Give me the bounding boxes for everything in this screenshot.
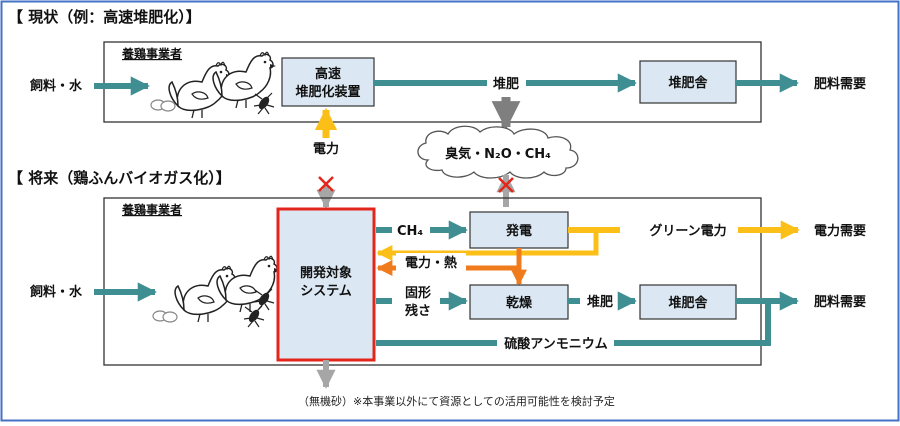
fertilizer-demand-label: 肥料需要 [814, 294, 866, 310]
solid-label-line1: 固形 [405, 286, 431, 301]
power-cross-mark [318, 176, 334, 192]
current-farmer-label: 養鶏事業者 [121, 46, 182, 61]
drying-label: 乾燥 [506, 295, 533, 311]
ammonium-line-b [614, 303, 771, 346]
power-heat-label: 電力・熱 [405, 255, 457, 271]
power-heat-label-bg [396, 253, 466, 271]
future-input-label: 飼料・水 [29, 284, 83, 300]
future-farmer-label: 養鶏事業者 [121, 202, 182, 217]
current-compost-label: 堆肥 [493, 76, 519, 92]
future-compost-label: 堆肥 [587, 294, 613, 310]
rapid-composter-line1: 高速 [315, 66, 341, 82]
fly-icon [253, 92, 275, 115]
rapid-composter-box [281, 57, 375, 107]
current-input-label: 飼料・水 [29, 78, 83, 94]
eggs-icon [150, 99, 176, 112]
power-demand-label: 電力需要 [814, 223, 866, 239]
emission-cross-mark [498, 177, 514, 193]
ch4-label: CH₄ [397, 224, 423, 239]
current-power-label: 電力 [313, 141, 339, 157]
green-power-label: グリーン電力 [649, 223, 726, 239]
footnote: （無機砂）※本事業以外にて資源としての活用可能性を検討予定 [298, 394, 615, 408]
emission-cloud [417, 125, 579, 179]
eggs-icon [152, 310, 178, 323]
solid-label-line2: 残さ [405, 303, 431, 319]
fly-icon [243, 305, 265, 328]
future-compost-house-label: 堆肥舎 [668, 295, 708, 311]
current-compost-house-label: 堆肥舎 [668, 75, 708, 91]
future-section-title: 【 将来（鶏ふんバイオガス化）】 [8, 169, 231, 187]
emission-label: 臭気・N₂O・CH₄ [445, 146, 551, 162]
development-system-line2: システム [300, 284, 352, 299]
generation-label: 発電 [505, 223, 532, 239]
future-farmer-box [103, 197, 762, 366]
rapid-composter-line2: 堆肥化装置 [295, 84, 360, 100]
drying-box [469, 284, 569, 320]
development-system-box [276, 207, 376, 362]
current-demand-label: 肥料需要 [814, 76, 866, 92]
development-system-line1: 開発対象 [300, 265, 352, 281]
ammonium-sulfate-label: 硫酸アンモニウム [504, 336, 607, 352]
current-section-title: 【 現状（例：高速堆肥化）】 [8, 8, 201, 26]
